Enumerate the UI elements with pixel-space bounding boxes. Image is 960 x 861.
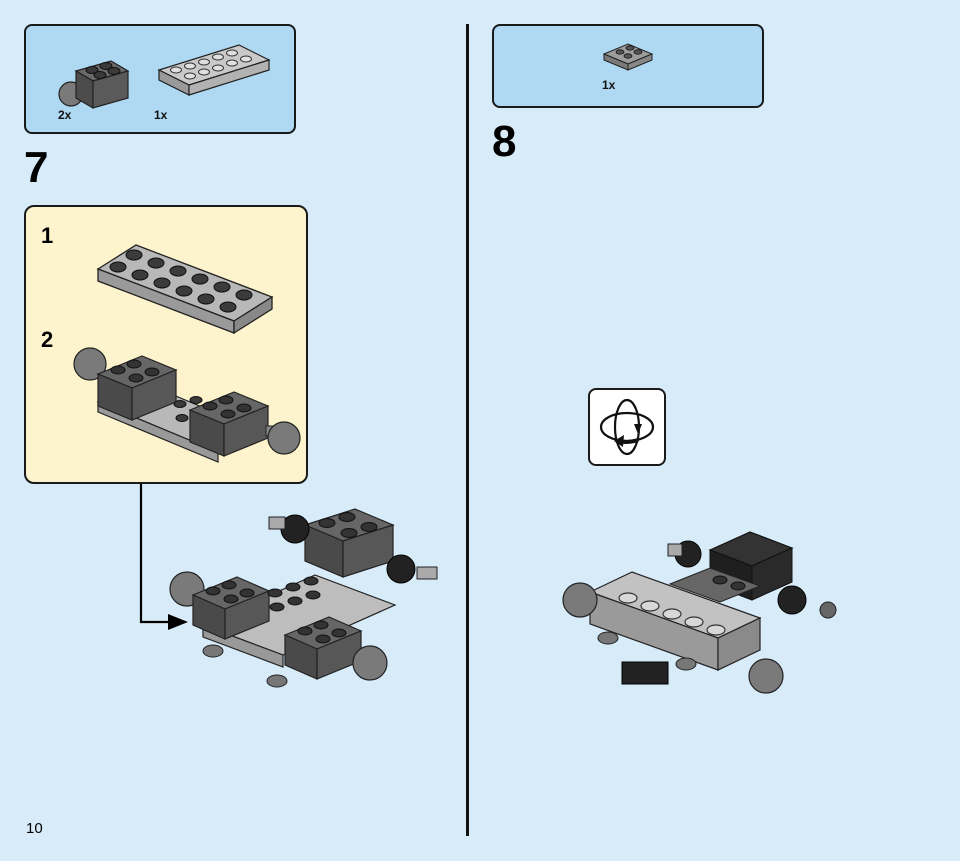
part-qty-dark-brick: 2x	[58, 108, 72, 122]
light-plate-part-icon	[157, 44, 271, 96]
substep2-assembly-illustration	[73, 347, 301, 463]
step-number-8: 8	[492, 117, 517, 166]
substep-box: 1 2	[24, 205, 308, 484]
substep-number-2: 2	[41, 327, 54, 352]
step-number-7: 7	[24, 143, 49, 192]
rotate-model-icon	[588, 388, 666, 466]
step7-parts-box: 2x 1x	[24, 24, 296, 134]
step8-result-illustration	[562, 531, 837, 694]
step7-result-illustration	[169, 508, 438, 688]
page-number: 10	[26, 820, 43, 837]
rotate-arrows-icon	[599, 398, 655, 456]
step8-parts-box: 1x	[492, 24, 764, 108]
substep-number-1: 1	[41, 223, 54, 248]
part-qty-gray-plate: 1x	[602, 78, 616, 92]
dark-brick-ball-part-icon	[58, 60, 130, 110]
part-qty-light-plate: 1x	[154, 108, 168, 122]
gray-plate-part-icon	[602, 43, 654, 71]
substep1-plate-illustration	[96, 244, 274, 335]
connector-arrow	[139, 484, 188, 630]
page-divider	[466, 24, 469, 836]
